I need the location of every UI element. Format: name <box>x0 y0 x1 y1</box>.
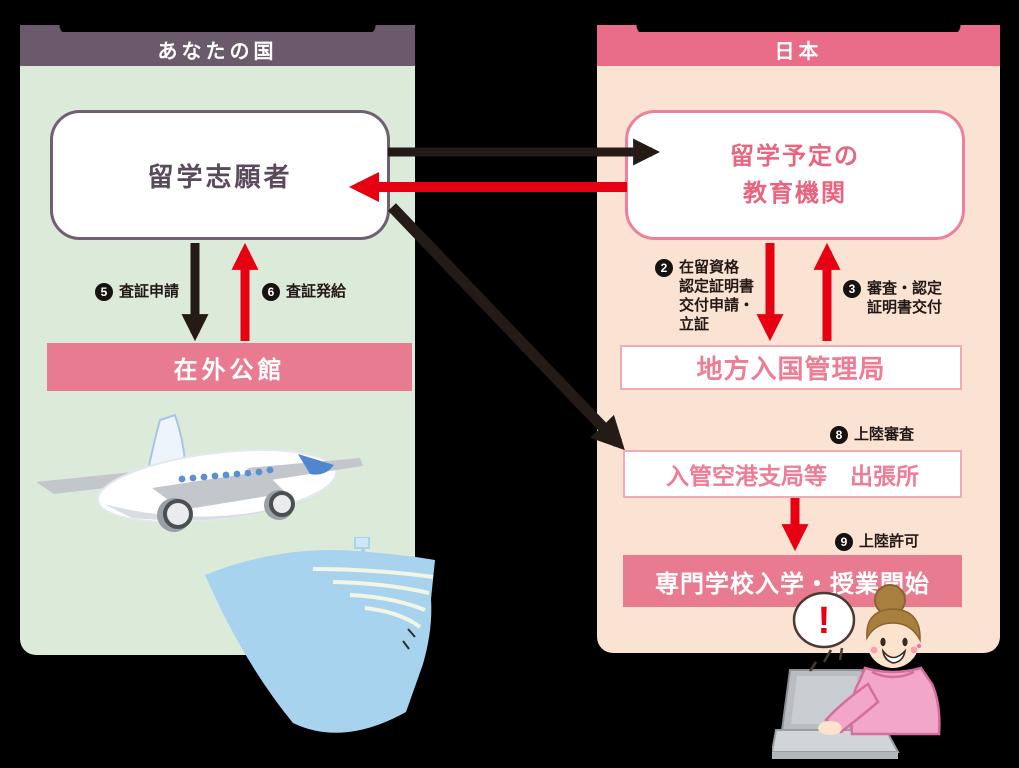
japan-header: 日本 <box>597 25 1000 66</box>
ship-illustration <box>205 537 435 733</box>
step-3-certificate-issuance: 3 審査・認定 証明書交付 <box>843 279 942 317</box>
step-3-label: 審査・認定 証明書交付 <box>867 279 942 317</box>
applicant-box-label: 留学志願者 <box>147 161 293 192</box>
step-6-label: 査証発給 <box>286 283 347 300</box>
step-2-certificate-application: 2 在留資格 認定証明書 交付申請・ 立証 <box>655 258 754 334</box>
step-9-number-badge: 9 <box>835 533 853 551</box>
overseas-mission-label: 在外公館 <box>173 356 286 384</box>
airport-immigration-branch-label: 入管空港支局等 出張所 <box>666 463 919 489</box>
planned-school-line1: 留学予定の <box>730 142 860 170</box>
exclamation-speech-bubble: ! <box>792 591 856 672</box>
header-corner-ornament <box>20 25 70 32</box>
planned-school-line2: 教育機関 <box>743 180 847 207</box>
speech-bubble-text: ! <box>818 600 831 642</box>
regional-immigration-bureau-box: 地方入国管理局 <box>620 345 962 390</box>
header-corner-ornament <box>597 25 647 32</box>
airplane-illustration <box>36 413 363 532</box>
step-5-visa-application: 5 査証申請 <box>95 282 179 301</box>
airport-immigration-branch-box: 入管空港支局等 出張所 <box>623 450 962 498</box>
step-9-label: 上陸許可 <box>859 533 920 550</box>
step-3-number-badge: 3 <box>843 280 861 298</box>
header-corner-ornament <box>950 25 1000 32</box>
step-2-line2: 認定証明書 <box>679 278 755 295</box>
planned-school-box: 留学予定の 教育機関 <box>625 110 965 240</box>
japan-header-label: 日本 <box>774 40 823 63</box>
your-country-header-label: あなたの国 <box>157 40 278 63</box>
step-8-landing-examination: 8 上陸審査 <box>830 425 914 444</box>
step-2-line1: 在留資格 <box>679 259 740 276</box>
step-3-line2: 証明書交付 <box>867 299 943 316</box>
step-8-number-badge: 8 <box>830 426 848 444</box>
step-6-number-badge: 6 <box>262 283 280 301</box>
step-2-line3: 交付申請・ <box>679 297 755 314</box>
step-8-label: 上陸審査 <box>854 426 915 443</box>
arrow-applicant-to-airport-branch <box>388 203 625 451</box>
your-country-header: あなたの国 <box>20 25 415 66</box>
woman-at-laptop-illustration: ! <box>772 584 941 759</box>
header-corner-ornament <box>365 25 415 32</box>
step-2-label: 在留資格 認定証明書 交付申請・ 立証 <box>679 258 754 334</box>
regional-immigration-bureau-label: 地方入国管理局 <box>696 354 886 384</box>
step-9-landing-permission: 9 上陸許可 <box>835 532 919 551</box>
step-5-label: 査証申請 <box>119 283 180 300</box>
step-6-visa-issuance: 6 査証発給 <box>262 282 346 301</box>
planned-school-label: 留学予定の 教育機関 <box>730 138 860 212</box>
step-2-line4: 立証 <box>679 316 710 333</box>
step-5-number-badge: 5 <box>95 283 113 301</box>
step-3-line1: 審査・認定 <box>867 280 943 297</box>
step-2-number-badge: 2 <box>655 259 673 277</box>
applicant-box: 留学志願者 <box>50 110 390 240</box>
overseas-mission-box: 在外公館 <box>47 343 412 391</box>
